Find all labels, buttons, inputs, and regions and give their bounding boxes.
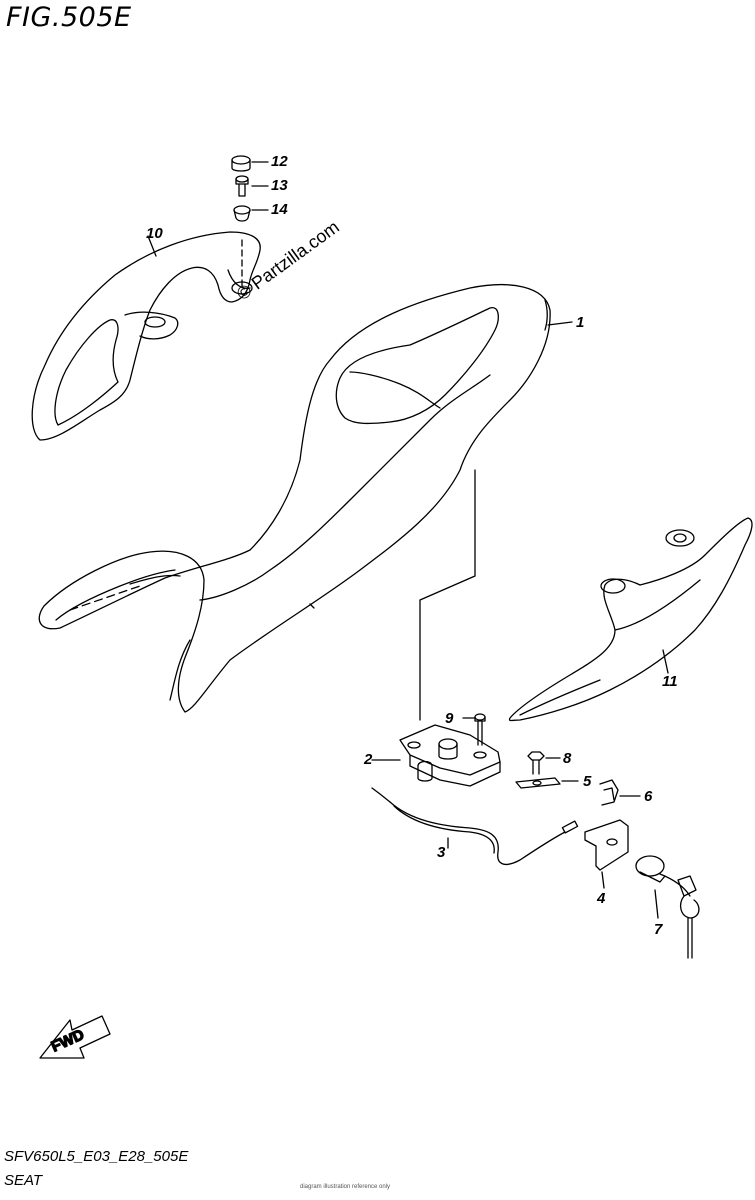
cap-part[interactable] [231,155,269,172]
left-grab-rail[interactable] [31,231,261,441]
seat-part[interactable] [38,284,573,721]
bolt-9-part[interactable] [462,713,486,746]
figure-name: SEAT [4,1172,43,1189]
clamp-6-part[interactable] [599,779,641,806]
lock-bracket-4-part[interactable] [584,819,629,889]
callout-6[interactable]: 6 [644,788,653,805]
callout-7[interactable]: 7 [654,921,663,938]
bolt-13-part[interactable] [235,175,269,197]
callout-1[interactable]: 1 [576,314,585,331]
callout-12[interactable]: 12 [271,153,288,170]
callout-2[interactable]: 2 [364,751,373,768]
lock-cylinder-7-part[interactable] [635,855,700,959]
callout-14[interactable]: 14 [271,201,288,218]
cable-part[interactable] [371,787,579,866]
callout-11[interactable]: 11 [662,673,678,690]
right-grab-rail[interactable] [508,517,753,722]
seat-lock-part[interactable] [371,724,501,787]
fine-print: diagram illustration reference only [300,1184,391,1190]
collar-14-part[interactable] [233,205,269,222]
fwd-arrow-icon: FWD [39,1015,111,1059]
bolt-8-part[interactable] [527,751,561,775]
figure-code: SFV650L5_E03_E28_505E [4,1148,189,1165]
callout-3[interactable]: 3 [437,844,446,861]
callout-13[interactable]: 13 [271,177,288,194]
callout-5[interactable]: 5 [583,773,592,790]
callout-10[interactable]: 10 [146,225,163,242]
clip-5-part[interactable] [515,777,579,789]
callout-4[interactable]: 4 [597,890,606,907]
figure-title: FIG.505E [6,2,132,33]
callout-8[interactable]: 8 [563,750,572,767]
callout-9[interactable]: 9 [445,710,454,727]
